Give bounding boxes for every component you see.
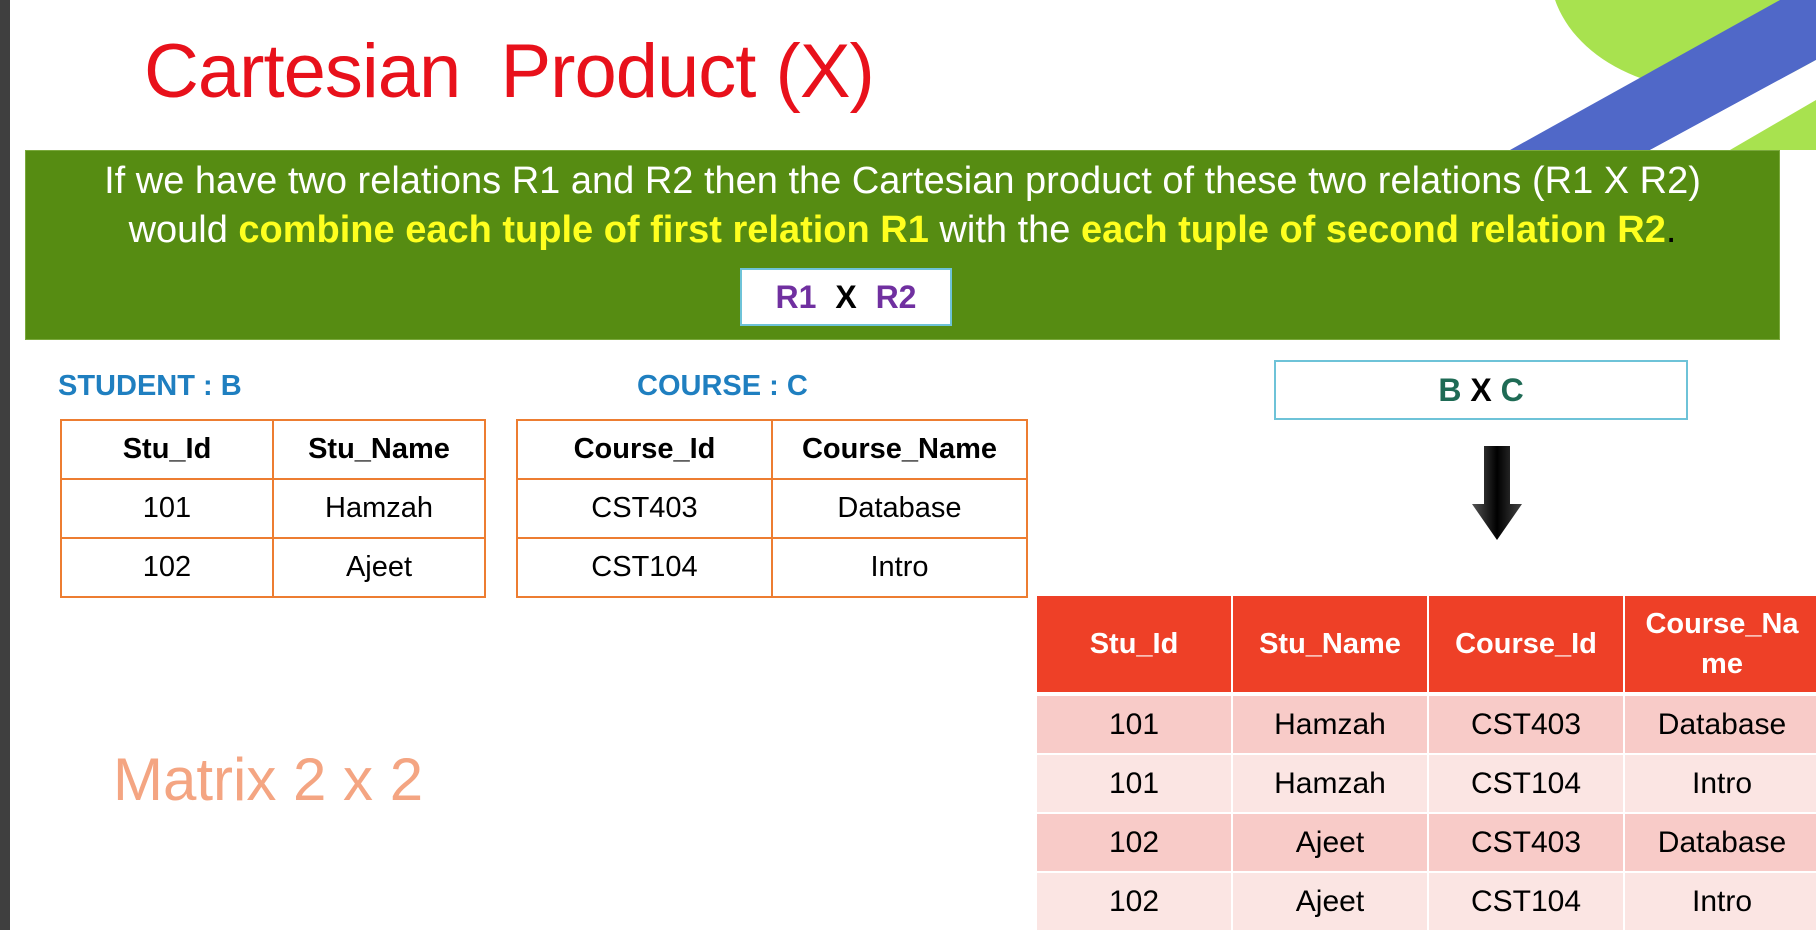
result-cell: Database (1625, 696, 1816, 755)
course-header-name: Course_Name (771, 419, 1028, 480)
course-header-id: Course_Id (516, 419, 773, 480)
result-header-stu-name: Stu_Name (1233, 596, 1427, 696)
course-cell: CST104 (516, 537, 773, 598)
course-cell: Intro (771, 537, 1028, 598)
slide: Cartesian Product (X) If we have two rel… (10, 0, 1816, 930)
formula-right: R2 (875, 279, 917, 315)
formula-box: R1 X R2 (740, 268, 952, 326)
definition-middle: with the (928, 209, 1081, 251)
slide-title: Cartesian Product (X) (144, 29, 875, 114)
student-cell: Ajeet (272, 537, 486, 598)
result-cell: 101 (1037, 696, 1231, 755)
student-cell: Hamzah (272, 478, 486, 539)
definition-highlight-1: combine each tuple of first relation R1 (238, 209, 929, 251)
course-table-label: COURSE : C (637, 370, 808, 402)
definition-text: If we have two relations R1 and R2 then … (26, 157, 1779, 255)
result-cell: 102 (1037, 814, 1231, 873)
result-row: 102 Ajeet CST403 Database (1037, 814, 1816, 873)
result-cell: CST104 (1429, 755, 1623, 814)
product-right: C (1500, 372, 1524, 408)
product-left: B (1438, 372, 1462, 408)
result-row: 101 Hamzah CST104 Intro (1037, 755, 1816, 814)
result-header-stu-id: Stu_Id (1037, 596, 1231, 696)
definition-prefix: would (128, 209, 239, 251)
result-cell: CST403 (1429, 814, 1623, 873)
definition-banner: If we have two relations R1 and R2 then … (25, 150, 1780, 340)
course-cell: CST403 (516, 478, 773, 539)
result-cell: CST104 (1429, 873, 1623, 930)
definition-line1: If we have two relations R1 and R2 then … (104, 160, 1701, 202)
matrix-note: Matrix 2 x 2 (113, 746, 424, 813)
formula-operator: X (835, 279, 857, 315)
result-row: 102 Ajeet CST104 Intro (1037, 873, 1816, 930)
result-cell: Hamzah (1233, 755, 1427, 814)
result-row: 101 Hamzah CST403 Database (1037, 696, 1816, 755)
student-table: Stu_Id Stu_Name 101 Hamzah 102 Ajeet (60, 419, 486, 598)
result-cell: Intro (1625, 873, 1816, 930)
result-cell: Intro (1625, 755, 1816, 814)
definition-highlight-2: each tuple of second relation R2 (1080, 209, 1666, 251)
product-label-box: B X C (1274, 360, 1688, 420)
student-cell: 102 (60, 537, 274, 598)
down-arrow-icon (1472, 446, 1522, 540)
definition-end: . (1665, 209, 1677, 251)
result-cell: CST403 (1429, 696, 1623, 755)
formula-left: R1 (775, 279, 817, 315)
student-header-name: Stu_Name (272, 419, 486, 480)
result-cell: Ajeet (1233, 814, 1427, 873)
result-cell: Hamzah (1233, 696, 1427, 755)
result-header-course-id: Course_Id (1429, 596, 1623, 696)
course-cell: Database (771, 478, 1028, 539)
student-table-label: STUDENT : B (58, 370, 242, 402)
course-table: Course_Id Course_Name CST403 Database CS… (516, 419, 1028, 598)
student-cell: 101 (60, 478, 274, 539)
result-cell: 101 (1037, 755, 1231, 814)
student-header-id: Stu_Id (60, 419, 274, 480)
result-cell: Database (1625, 814, 1816, 873)
result-cell: Ajeet (1233, 873, 1427, 930)
result-cell: 102 (1037, 873, 1231, 930)
product-operator: X (1470, 372, 1492, 408)
